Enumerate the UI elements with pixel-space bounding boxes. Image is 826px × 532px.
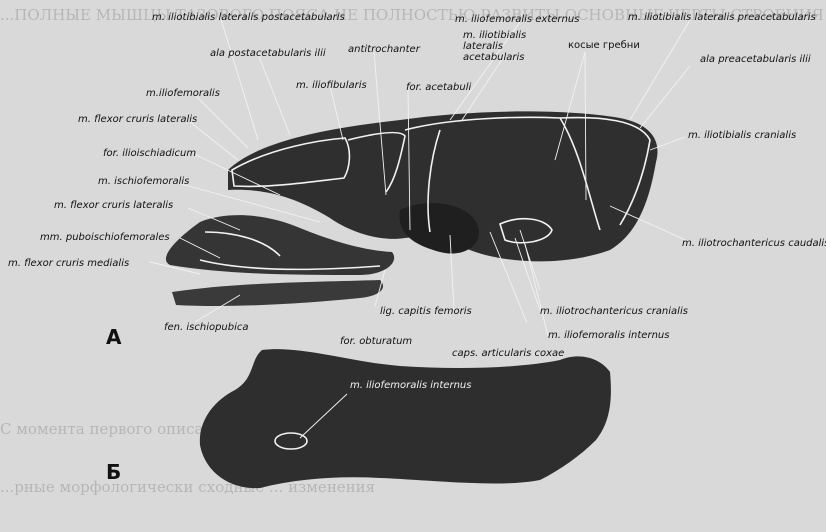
label-m-iliofemoralis-internus-b: m. iliofemoralis internus [350,380,471,391]
label-ala-preacetabularis-ilii: ala preacetabularis ilii [700,54,811,65]
label-m-iliotibialis-lateralis-postacetabularis: m. iliotibialis lateralis postacetabular… [152,12,345,23]
label-m-iliofemoralis-externus: m. iliofemoralis externus [455,14,579,25]
panel-label-b: Б [106,460,121,484]
label-antitrochanter: antitrochanter [348,44,420,55]
panel-b-bone [200,349,611,488]
label-m-iliotibialis-lateralis-acetabularis-2: lateralis [463,41,503,52]
label-m-iliotibialis-lateralis-acetabularis-3: acetabularis [463,52,525,63]
label-for-acetabuli: for. acetabuli [406,82,471,93]
label-m-iliotibialis-cranialis: m. iliotibialis cranialis [688,130,796,141]
label-lig-capitis-femoris: lig. capitis femoris [380,306,472,317]
label-m-flexor-cruris-medialis: m. flexor cruris medialis [8,258,129,269]
label-m-iliotrochantericus-caudalis: m. iliotrochantericus caudalis [682,238,826,249]
label-m-iliofemoralis: m.iliofemoralis [146,88,220,99]
label-for-ilioischiadicum: for. ilioischiadicum [103,148,196,159]
label-mm-puboischiofemorales: mm. puboischiofemorales [40,232,170,243]
label-fen-ischiopubica: fen. ischiopubica [164,322,249,333]
pubis-shape [172,280,383,306]
label-m-iliofibularis: m. iliofibularis [296,80,367,91]
label-m-iliofemoralis-internus: m. iliofemoralis internus [548,330,669,341]
label-m-flexor-cruris-lateralis: m. flexor cruris lateralis [54,200,173,211]
label-m-iliotibialis-lateralis-preacetabularis: m. iliotibialis lateralis preacetabulari… [628,12,816,23]
label-m-ischiofemoralis: m. ischiofemoralis [98,176,189,187]
label-ala-postacetabularis-ilii: ala postacetabularis ilii [210,48,326,59]
label-m-iliotrochantericus-cranialis: m. iliotrochantericus cranialis [540,306,688,317]
label-kosye-grebni: косые гребни [568,40,640,51]
label-m-flexor-cruris-lateralis-top: m. flexor cruris lateralis [78,114,197,125]
label-for-obturatum: for. obturatum [340,336,412,347]
label-caps-articularis-coxae: caps. articularis coxae [452,348,564,359]
panel-label-a: А [106,325,121,349]
label-m-iliotibialis-lateralis-acetabularis-1: m. iliotibialis [463,30,526,41]
